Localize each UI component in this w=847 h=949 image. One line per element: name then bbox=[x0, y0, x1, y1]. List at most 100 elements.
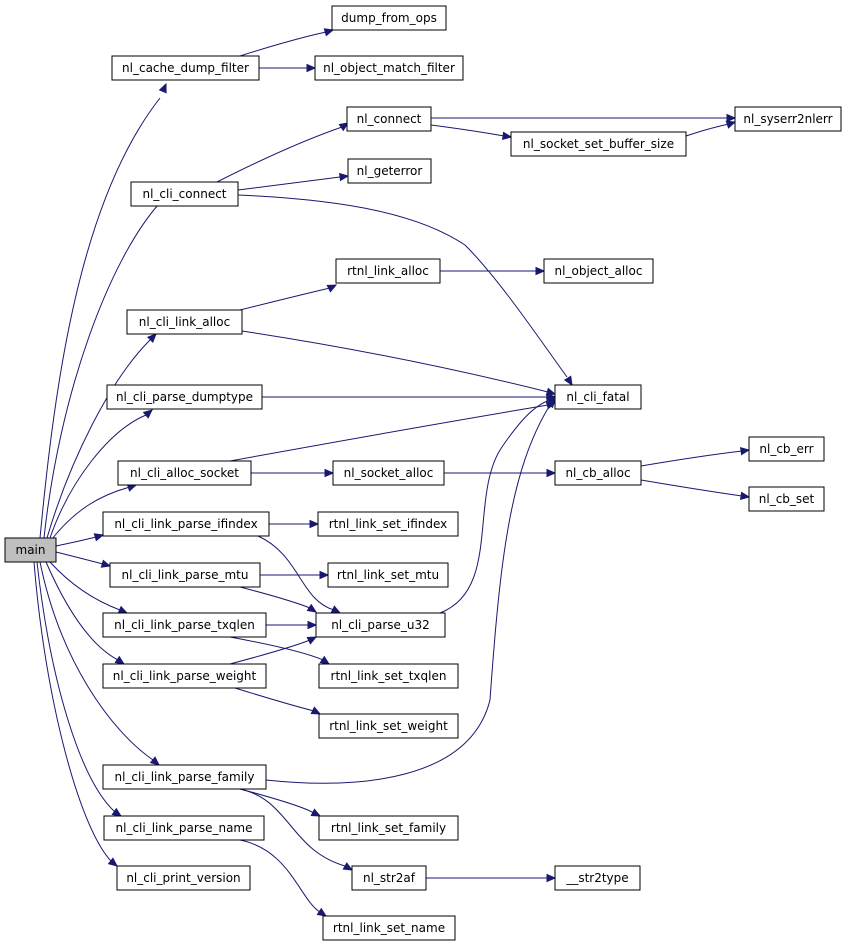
node-label: nl_cb_err bbox=[759, 442, 813, 456]
call-edge bbox=[640, 450, 743, 467]
function-node-nl-cli-link-parse-family[interactable]: nl_cli_link_parse_family bbox=[102, 764, 267, 790]
call-edge bbox=[45, 561, 119, 661]
function-node-nl-cli-link-alloc[interactable]: nl_cli_link_alloc bbox=[126, 309, 243, 335]
function-node-nl-cli-link-parse-txqlen[interactable]: nl_cli_link_parse_txqlen bbox=[102, 612, 267, 638]
node-box bbox=[116, 865, 251, 891]
node-label: nl_cli_link_parse_ifindex bbox=[114, 517, 257, 531]
node-box bbox=[109, 562, 261, 588]
function-node-nl-str2af[interactable]: nl_str2af bbox=[351, 865, 427, 891]
node-label: nl_cli_link_parse_name bbox=[116, 821, 253, 835]
node-box bbox=[748, 436, 825, 462]
function-node-nl-connect[interactable]: nl_connect bbox=[346, 106, 432, 132]
arrowhead-icon bbox=[146, 333, 157, 344]
function-node---str2type[interactable]: __str2type bbox=[554, 865, 641, 891]
node-label: nl_cb_alloc bbox=[565, 466, 630, 480]
arrowhead-icon bbox=[306, 603, 318, 613]
function-node-nl-geterror[interactable]: nl_geterror bbox=[347, 158, 432, 184]
function-node-rtnl-link-set-name[interactable]: rtnl_link_set_name bbox=[322, 915, 456, 941]
node-label: rtnl_link_set_weight bbox=[329, 719, 448, 733]
arrowhead-icon bbox=[114, 655, 126, 665]
node-label: rtnl_link_alloc bbox=[347, 264, 429, 278]
function-node-nl-cli-link-parse-weight[interactable]: nl_cli_link_parse_weight bbox=[102, 663, 267, 689]
arrowhead-icon bbox=[501, 131, 513, 141]
arrowhead-icon bbox=[149, 756, 160, 766]
call-edge bbox=[241, 330, 549, 393]
node-label: nl_cli_fatal bbox=[566, 390, 629, 404]
function-node-rtnl-link-set-ifindex[interactable]: rtnl_link_set_ifindex bbox=[317, 511, 459, 537]
function-node-nl-cli-print-version[interactable]: nl_cli_print_version bbox=[116, 865, 251, 891]
arrowhead-icon bbox=[535, 266, 546, 276]
call-edge bbox=[439, 399, 551, 614]
call-edge bbox=[229, 636, 324, 661]
node-label: nl_cli_link_parse_family bbox=[114, 770, 254, 784]
function-node-rtnl-link-alloc[interactable]: rtnl_link_alloc bbox=[335, 258, 441, 284]
arrowhead-icon bbox=[316, 907, 328, 917]
arrowhead-icon bbox=[326, 284, 338, 293]
node-box bbox=[543, 258, 654, 284]
function-node-nl-cli-link-parse-mtu[interactable]: nl_cli_link_parse_mtu bbox=[109, 562, 261, 588]
function-node-nl-cache-dump-filter[interactable]: nl_cache_dump_filter bbox=[111, 55, 260, 81]
function-node-nl-cli-connect[interactable]: nl_cli_connect bbox=[130, 181, 239, 207]
arrowhead-icon bbox=[142, 409, 153, 419]
arrowhead-icon bbox=[546, 398, 556, 409]
function-node-nl-cli-alloc-socket[interactable]: nl_cli_alloc_socket bbox=[117, 460, 252, 486]
function-node-nl-cli-fatal[interactable]: nl_cli_fatal bbox=[554, 384, 642, 410]
node-box bbox=[748, 486, 825, 512]
arrowhead-icon bbox=[739, 491, 751, 501]
node-box bbox=[554, 384, 642, 410]
node-label: nl_object_match_filter bbox=[323, 61, 455, 75]
function-node-rtnl-link-set-txqlen[interactable]: rtnl_link_set_txqlen bbox=[318, 663, 459, 689]
node-label: nl_connect bbox=[357, 112, 422, 126]
function-node-nl-cli-parse-u32[interactable]: nl_cli_parse_u32 bbox=[315, 612, 446, 638]
arrowhead-icon bbox=[309, 519, 320, 529]
node-box bbox=[335, 258, 441, 284]
arrowhead-icon bbox=[107, 857, 118, 867]
arrowhead-icon bbox=[563, 375, 573, 387]
function-node-nl-socket-set-buffer-size[interactable]: nl_socket_set_buffer_size bbox=[510, 131, 687, 157]
function-node-rtnl-link-set-weight[interactable]: rtnl_link_set_weight bbox=[318, 713, 459, 739]
node-label: main bbox=[16, 543, 46, 557]
node-box bbox=[734, 106, 842, 132]
call-edge bbox=[239, 788, 346, 867]
function-node-nl-cb-alloc[interactable]: nl_cb_alloc bbox=[554, 460, 642, 486]
function-node-nl-socket-alloc[interactable]: nl_socket_alloc bbox=[332, 460, 445, 486]
function-node-rtnl-link-set-family[interactable]: rtnl_link_set_family bbox=[318, 815, 459, 841]
node-label: nl_str2af bbox=[363, 871, 416, 885]
node-box bbox=[314, 55, 464, 81]
arrowhead-icon bbox=[306, 63, 317, 73]
function-node-nl-cb-err[interactable]: nl_cb_err bbox=[748, 436, 825, 462]
node-box bbox=[4, 537, 57, 563]
arrowhead-icon bbox=[338, 122, 350, 132]
function-node-nl-cli-link-parse-ifindex[interactable]: nl_cli_link_parse_ifindex bbox=[102, 511, 270, 537]
node-box bbox=[315, 612, 446, 638]
node-box bbox=[103, 815, 265, 841]
node-label: nl_socket_set_buffer_size bbox=[523, 137, 674, 151]
call-edge bbox=[229, 639, 311, 665]
call-edge bbox=[55, 536, 97, 547]
call-edge bbox=[239, 31, 327, 57]
function-node-main[interactable]: main bbox=[4, 537, 57, 563]
function-node-nl-cli-link-parse-name[interactable]: nl_cli_link_parse_name bbox=[103, 815, 265, 841]
arrowhead-icon bbox=[306, 636, 318, 645]
node-box bbox=[351, 865, 427, 891]
node-box bbox=[117, 460, 252, 486]
function-node-nl-object-match-filter[interactable]: nl_object_match_filter bbox=[314, 55, 464, 81]
call-edge bbox=[39, 561, 154, 761]
function-node-nl-cb-set[interactable]: nl_cb_set bbox=[748, 486, 825, 512]
call-edge bbox=[49, 561, 121, 611]
function-node-dump-from-ops[interactable]: dump_from_ops bbox=[331, 5, 447, 31]
node-label: nl_cli_print_version bbox=[126, 871, 240, 885]
function-node-nl-cli-parse-dumptype[interactable]: nl_cli_parse_dumptype bbox=[106, 384, 263, 410]
call-edge bbox=[234, 687, 315, 712]
function-node-rtnl-link-set-mtu[interactable]: rtnl_link_set_mtu bbox=[327, 562, 449, 588]
arrowhead-icon bbox=[339, 172, 350, 182]
node-label: nl_cli_connect bbox=[142, 187, 226, 201]
node-box bbox=[510, 131, 687, 157]
node-label: rtnl_link_set_ifindex bbox=[329, 517, 448, 531]
node-box bbox=[126, 309, 243, 335]
function-node-nl-object-alloc[interactable]: nl_object_alloc bbox=[543, 258, 654, 284]
function-node-nl-syserr2nlerr[interactable]: nl_syserr2nlerr bbox=[734, 106, 842, 132]
call-edge bbox=[39, 97, 161, 539]
arrowhead-icon bbox=[117, 605, 129, 614]
